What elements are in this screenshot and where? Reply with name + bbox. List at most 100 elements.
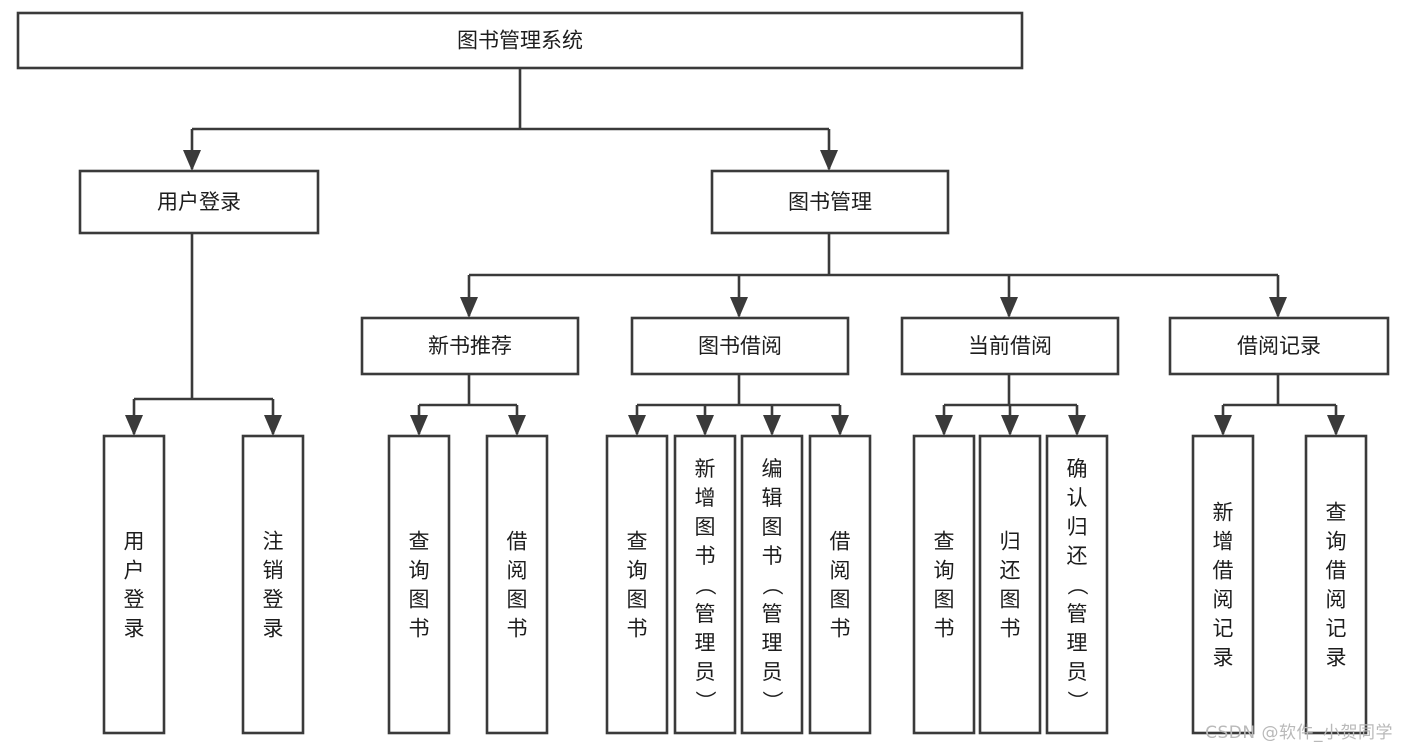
node-label-char: 还 [1000, 559, 1021, 583]
arrow-head-icon [730, 297, 748, 318]
node-box [241, 434, 305, 735]
node-current-borrow[interactable]: 当前借阅 [900, 316, 1120, 376]
node-new-book-recommend[interactable]: 新书推荐 [360, 316, 580, 376]
node-box [710, 169, 950, 235]
node-label-char: 图 [762, 515, 783, 539]
node-label-char: 记 [1213, 617, 1234, 641]
node-label-char: 录 [1326, 646, 1347, 670]
node-label-char: 查 [627, 530, 648, 554]
node-label-char: 员 [1067, 660, 1088, 684]
node-box [900, 316, 1120, 376]
arrow-head-icon [1214, 415, 1232, 436]
node-label-char: 图 [1000, 588, 1021, 612]
node-book-management[interactable]: 图书管理 [710, 169, 950, 235]
arrow-head-icon [935, 415, 953, 436]
arrow-head-icon [1000, 297, 1018, 318]
node-label-char: 书 [830, 617, 851, 641]
node-box [673, 434, 737, 735]
node-label-char: 书 [695, 544, 716, 568]
node-box [360, 316, 580, 376]
node-label-char: 新 [695, 457, 716, 481]
node-label-char: 阅 [1326, 588, 1347, 612]
node-label-char: 借 [1213, 559, 1234, 583]
node-label-char: ） [760, 691, 784, 712]
node-label-char: 录 [263, 617, 284, 641]
node-label-char: 增 [1213, 530, 1234, 554]
node-label-char: 借 [507, 530, 528, 554]
node-label: 用户登录 [157, 190, 241, 214]
node-label-char: 销 [263, 559, 284, 583]
node-label-char: 图 [830, 588, 851, 612]
node-leaf-user-login[interactable]: 用户登录 [102, 434, 166, 735]
node-label: 当前借阅 [968, 334, 1052, 358]
node-label-char: 新 [1213, 501, 1234, 525]
node-label-char: 书 [934, 617, 955, 641]
arrow-head-icon [508, 415, 526, 436]
node-label-char: 询 [627, 559, 648, 583]
node-label-char: 书 [409, 617, 430, 641]
node-label: 新书推荐 [428, 334, 512, 358]
node-label-char: 图 [409, 588, 430, 612]
node-label-char: 图 [507, 588, 528, 612]
node-label: 借阅记录 [1237, 334, 1321, 358]
node-label-char: 图 [934, 588, 955, 612]
node-box [1191, 434, 1255, 735]
node-box [387, 434, 451, 735]
node-label-char: 还 [1067, 544, 1088, 568]
node-label-char: 理 [762, 631, 783, 655]
arrow-head-icon [696, 415, 714, 436]
node-label-char: 登 [263, 588, 284, 612]
node-label: 图书借阅 [698, 334, 782, 358]
node-label-char: 辑 [762, 486, 783, 510]
node-borrow-record[interactable]: 借阅记录 [1168, 316, 1390, 376]
node-label-char: 查 [934, 530, 955, 554]
node-label-char: 户 [124, 559, 145, 583]
node-label-char: 询 [934, 559, 955, 583]
node-label-char: 编 [762, 457, 783, 481]
node-label-char: （ [760, 575, 784, 596]
node-label-char: 询 [409, 559, 430, 583]
node-user-login[interactable]: 用户登录 [78, 169, 320, 235]
arrow-head-icon [1068, 415, 1086, 436]
node-label-char: 认 [1067, 486, 1088, 510]
node-box [912, 434, 976, 735]
node-label-char: 管 [1067, 602, 1088, 626]
node-label-char: 阅 [1213, 588, 1234, 612]
node-label-char: 确 [1067, 457, 1088, 481]
node-label-char: 图 [627, 588, 648, 612]
node-label-char: 录 [1213, 646, 1234, 670]
node-label-char: 阅 [507, 559, 528, 583]
node-label-char: 录 [124, 617, 145, 641]
node-label-char: 用 [124, 530, 145, 554]
arrow-head-icon [628, 415, 646, 436]
node-box [78, 169, 320, 235]
node-box [102, 434, 166, 735]
node-label-char: 书 [627, 617, 648, 641]
node-label-char: 阅 [830, 559, 851, 583]
node-box [1168, 316, 1390, 376]
node-label-char: 询 [1326, 530, 1347, 554]
node-label-char: ） [1065, 691, 1089, 712]
node-label-char: 书 [507, 617, 528, 641]
node-label-char: 登 [124, 588, 145, 612]
node-box [485, 434, 549, 735]
node-box [16, 11, 1024, 70]
node-label: 图书管理 [788, 190, 872, 214]
node-label-char: 借 [830, 530, 851, 554]
node-root[interactable]: 图书管理系统 [16, 11, 1024, 70]
node-book-borrow[interactable]: 图书借阅 [630, 316, 850, 376]
node-label-char: 图 [695, 515, 716, 539]
